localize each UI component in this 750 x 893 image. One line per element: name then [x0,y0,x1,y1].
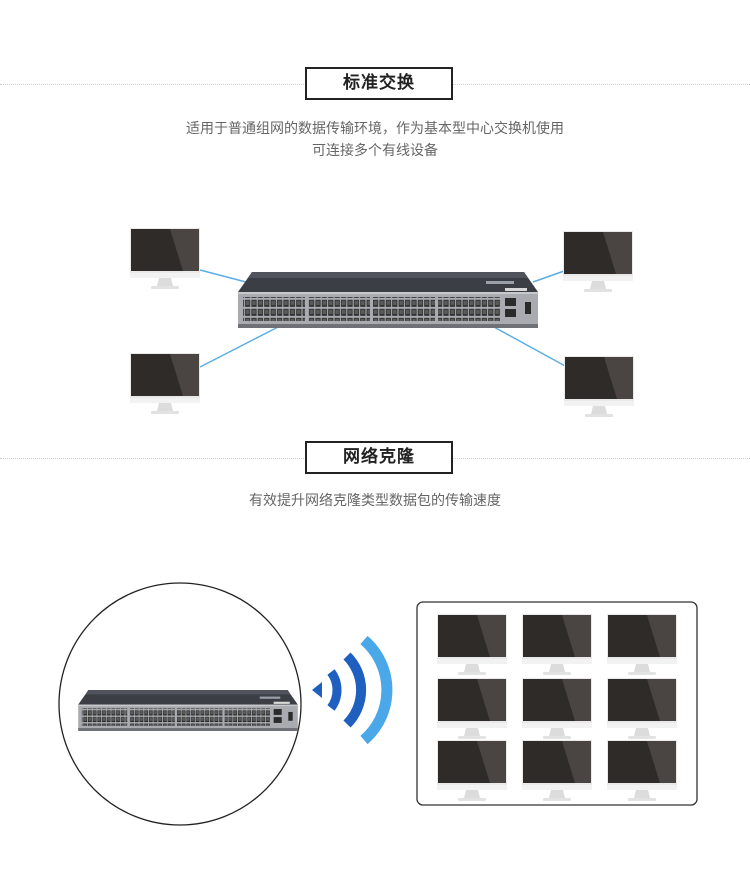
monitor-icon [130,228,200,289]
section-title-standard-switching: 标准交换 [305,67,453,100]
description-line: 可连接多个有线设备 [312,143,438,159]
link-lines [199,269,568,368]
network-switch-icon [78,690,298,731]
wireless-signal-icon [312,635,393,745]
monitor-icon [130,353,200,414]
section-description: 适用于普通组网的数据传输环境，作为基本型中心交换机使用 可连接多个有线设备 [0,118,750,162]
network-switch-icon [238,272,538,328]
description-line: 适用于普通组网的数据传输环境，作为基本型中心交换机使用 [186,121,564,137]
monitor-icon [564,356,634,417]
monitor-icon [563,231,633,292]
description-line: 有效提升网络克隆类型数据包的传输速度 [249,493,501,509]
section-title-network-clone: 网络克隆 [305,441,453,474]
section-description: 有效提升网络克隆类型数据包的传输速度 [0,490,750,512]
